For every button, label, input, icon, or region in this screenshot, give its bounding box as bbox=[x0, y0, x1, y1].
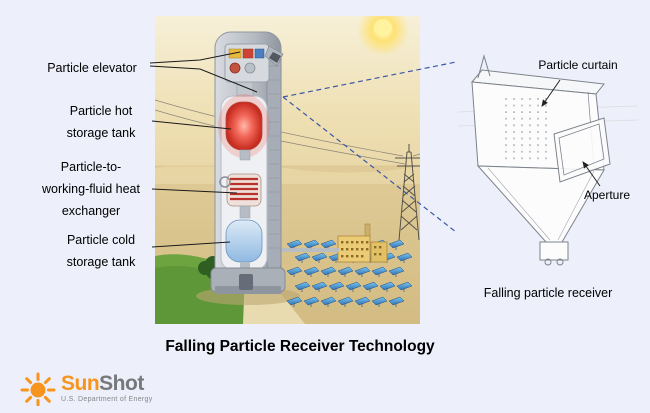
particle-elevator-duct bbox=[266, 51, 282, 271]
sunshot-logo: SunShot U.S. Department of Energy bbox=[20, 370, 153, 406]
tower-base bbox=[210, 267, 286, 294]
label-particle-elevator: Particle elevator bbox=[47, 61, 137, 75]
label-heat-exchanger: Particle-to- working-fluid heat exchange… bbox=[42, 160, 140, 218]
sun bbox=[357, 4, 409, 56]
label-cold-storage-tank: Particle cold storage tank bbox=[66, 233, 136, 269]
valve-wheel bbox=[219, 176, 231, 188]
falling-particle-receiver-sketch bbox=[457, 50, 639, 280]
cold-storage-tank bbox=[225, 219, 263, 263]
label-particle-curtain: Particle curtain bbox=[538, 58, 618, 72]
main-tower bbox=[210, 31, 286, 294]
logo-sun-text: Sun bbox=[61, 372, 100, 395]
outlet-cart bbox=[539, 241, 569, 261]
inset-caption: Falling particle receiver bbox=[483, 286, 613, 300]
logo-text-block: SunShot U.S. Department of Energy bbox=[61, 373, 153, 404]
logo-wordmark: SunShot bbox=[61, 373, 153, 395]
hot-storage-tank bbox=[218, 94, 270, 158]
label-aperture: Aperture bbox=[583, 188, 631, 202]
sun-rays-icon bbox=[20, 372, 56, 406]
receiver-sketch-svg bbox=[457, 54, 639, 266]
collection-hopper bbox=[476, 165, 605, 243]
tower-illustration-svg bbox=[154, 4, 423, 324]
tower-illustration bbox=[154, 4, 423, 324]
logo-shot-text: Shot bbox=[99, 372, 144, 395]
logo-tagline: U.S. Department of Energy bbox=[61, 396, 153, 403]
label-hot-storage-tank: Particle hot storage tank bbox=[66, 104, 136, 140]
particle-curtain-dots bbox=[505, 98, 547, 162]
ground-pipe bbox=[281, 248, 339, 252]
slide-title: Falling Particle Receiver Technology bbox=[165, 338, 435, 355]
